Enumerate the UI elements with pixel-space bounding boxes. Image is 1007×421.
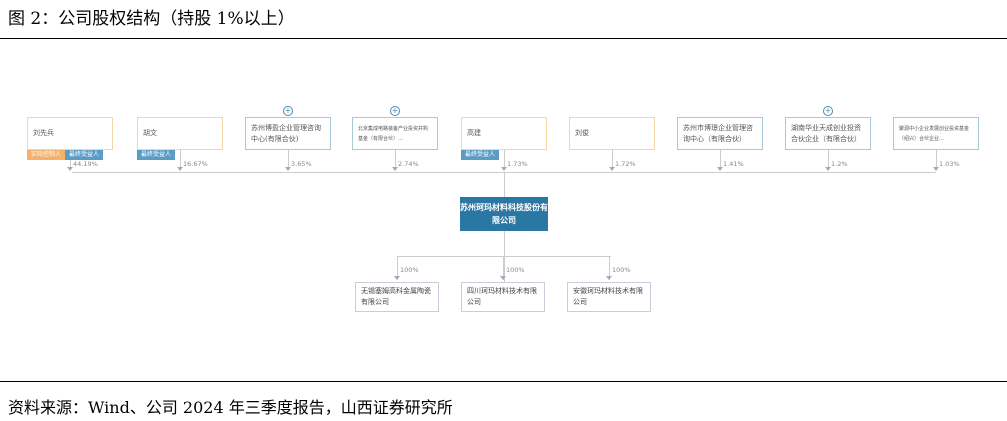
role-tag: 最终受益人 (65, 150, 104, 160)
connector-line (828, 150, 829, 170)
shareholding-percent: 1.73% (507, 160, 528, 168)
arrow-icon (609, 167, 615, 171)
role-tag: 最终受益人 (461, 150, 500, 160)
company-node[interactable]: 苏州珂玛材料科技股份有限公司 (460, 197, 548, 231)
role-tag: 实际控制人 (27, 150, 66, 160)
connector-line (936, 150, 937, 170)
shareholding-percent: 1.41% (723, 160, 744, 168)
connector-line (609, 256, 610, 280)
connector-line (395, 150, 396, 170)
expand-icon[interactable]: + (390, 106, 400, 116)
connector-line (504, 150, 505, 170)
shareholding-percent: 2.74% (398, 160, 419, 168)
subsidiary-node[interactable]: 安徽珂玛材料技术有限公司 (567, 282, 651, 312)
source-note: 资料来源：Wind、公司 2024 年三季度报告，山西证券研究所 (8, 398, 453, 417)
shareholding-percent: 3.65% (291, 160, 312, 168)
figure-title: 图 2：公司股权结构（持股 1%以上） (8, 9, 295, 29)
connector-line (720, 150, 721, 170)
connector-line (504, 172, 505, 197)
shareholder-node[interactable]: 胡文 (137, 117, 223, 150)
connector-line (288, 150, 289, 170)
shareholder-node[interactable]: 刘先兵 (27, 117, 113, 150)
subsidiary-percent: 100% (612, 266, 631, 274)
connector-line (180, 150, 181, 170)
role-tag: 最终受益人 (137, 150, 176, 160)
expand-icon[interactable]: + (823, 106, 833, 116)
connector-line (612, 150, 613, 170)
bottom-rule (0, 381, 1007, 382)
shareholding-percent: 1.03% (939, 160, 960, 168)
shareholder-node[interactable]: 聚源中小企业发展创业投资基金（绍兴）合伙企业... (893, 117, 979, 150)
subsidiary-node[interactable]: 四川珂玛材料技术有限公司 (461, 282, 545, 312)
arrow-icon (933, 167, 939, 171)
connector-line (70, 150, 71, 170)
arrow-icon (825, 167, 831, 171)
shareholder-node[interactable]: 苏州市博璟企业管理咨询中心（有限合伙） (677, 117, 763, 150)
connector-line (397, 256, 398, 280)
expand-icon[interactable]: + (283, 106, 293, 116)
arrow-icon (177, 167, 183, 171)
shareholding-percent: 1.72% (615, 160, 636, 168)
shareholder-node[interactable]: 北京集成电路装备产业投资并购基金（有限合伙）... (352, 117, 438, 150)
shareholding-percent: 1.2% (831, 160, 848, 168)
connector-line (503, 256, 504, 280)
connector-line (397, 256, 611, 257)
shareholding-percent: 16.67% (183, 160, 208, 168)
shareholding-percent: 44.19% (73, 160, 98, 168)
shareholder-node[interactable]: 刘俊 (569, 117, 655, 150)
shareholder-node[interactable]: 苏州博盈企业管理咨询中心(有限合伙) (245, 117, 331, 150)
shareholder-node[interactable]: 湖南华业天成创业投资合伙企业（有限合伙） (785, 117, 871, 150)
subsidiary-percent: 100% (400, 266, 419, 274)
subsidiary-percent: 100% (506, 266, 525, 274)
arrow-icon (606, 276, 612, 280)
shareholder-node[interactable]: 高建 (461, 117, 547, 150)
arrow-icon (717, 167, 723, 171)
arrow-icon (500, 276, 506, 280)
arrow-icon (285, 167, 291, 171)
arrow-icon (501, 167, 507, 171)
arrow-icon (394, 276, 400, 280)
top-rule (0, 38, 1007, 39)
subsidiary-node[interactable]: 无锡塞姆高科金属陶瓷有限公司 (355, 282, 439, 312)
arrow-icon (67, 167, 73, 171)
arrow-icon (392, 167, 398, 171)
